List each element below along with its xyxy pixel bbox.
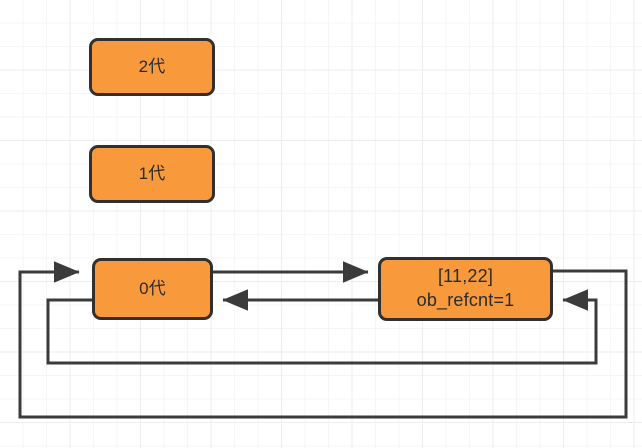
generation-2-box[interactable]: 2代 xyxy=(89,38,215,96)
edge-inner-loop-gen0-to-object xyxy=(46,289,598,365)
generation-1-label: 1代 xyxy=(138,163,166,183)
generation-2-label: 2代 xyxy=(138,56,166,76)
generation-0-label: 0代 xyxy=(139,278,166,298)
object-list-box[interactable]: [11,22] ob_refcnt=1 xyxy=(378,257,553,321)
generation-0-box[interactable]: 0代 xyxy=(92,258,213,320)
generation-1-box[interactable]: 1代 xyxy=(89,145,215,203)
edge-outer-loop-object-to-gen0 xyxy=(18,261,628,419)
object-list-label: [11,22] ob_refcnt=1 xyxy=(416,266,515,310)
